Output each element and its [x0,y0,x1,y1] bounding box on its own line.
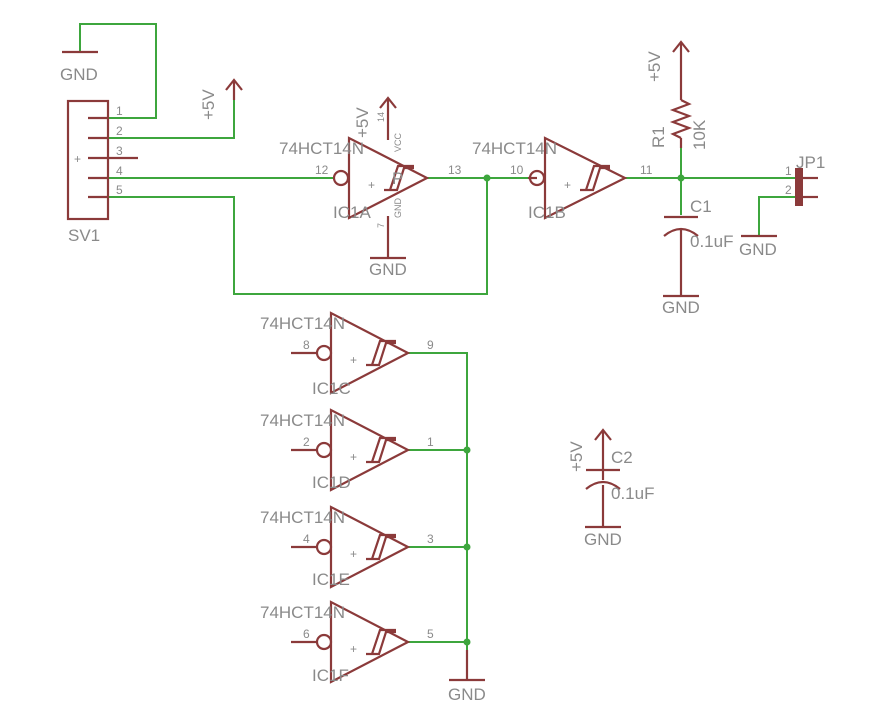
ic1c-value: 74HCT14N [260,314,345,333]
sv1-pin-1: 1 [116,104,123,118]
ic1c-pin-in: 8 [303,338,310,352]
wire-sv1-pin5 [108,178,488,295]
ic1a-name: IC1A [333,203,371,222]
junction [483,174,491,182]
gnd-label: GND [448,685,486,704]
ic1f-name: IC1F [312,666,349,685]
resistor-r1: R1 10K [649,88,709,150]
schmitt-mark: + [350,547,357,561]
ic1a-pin-in: 12 [315,163,329,177]
wires [79,23,795,650]
c2-name: C2 [611,448,633,467]
ic1f-value: 74HCT14N [260,603,345,622]
schmitt-mark: + [350,353,357,367]
ic1d-pin-out: 1 [427,435,434,449]
schmitt-mark: + [350,642,357,656]
ic1e-name: IC1E [312,570,350,589]
jp1-pin-1: 1 [785,164,792,178]
ic1d-value: 74HCT14N [260,411,345,430]
gnd-c1: GND [662,250,700,317]
junction [463,638,471,646]
gnd-label: GND [60,65,98,84]
gnd-sv1: GND [60,50,98,84]
ic1f-pin-out: 5 [427,627,434,641]
inverter-ic1a: + 74HCT14N IC1A 12 13 P 14 VCC 7 GND [279,112,462,228]
wire-ic1c-out [408,352,468,650]
c1-value: 0.1uF [690,232,733,251]
vcc-label: +5V [567,441,586,472]
sv1-pin-3: 3 [116,144,123,158]
jp1-pin-2: 2 [785,183,792,197]
inverter-ic1b: + 74HCT14N IC1B 10 11 [472,136,653,222]
r1-value: 10K [690,119,709,150]
wire-sv1-pin2 [108,92,235,139]
connector-sv1: 1 2 3 4 5 + SV1 [66,99,138,245]
inverter-ic1f: + 74HCT14N IC1F 6 5 [260,600,434,685]
c1-name: C1 [690,197,712,216]
ic1e-pin-in: 4 [303,532,310,546]
ic1b-pin-out: 11 [640,163,653,177]
jumper-jp1: 1 2 JP1 [785,153,825,206]
ic1c-name: IC1C [312,379,351,398]
sv1-pin-4: 4 [116,164,123,178]
sv1-pin-2: 2 [116,124,123,138]
sv1-body [66,99,110,221]
ic1b-value: 74HCT14N [472,139,557,158]
vcc-c2: +5V [567,428,612,480]
vcc-label: +5V [353,107,372,138]
schmitt-mark: + [564,178,571,192]
vcc-label: +5V [645,51,664,82]
jp1-name: JP1 [796,153,825,172]
ic1a-vcc-pin: 14 [376,112,386,122]
ic1d-name: IC1D [312,473,351,492]
gnd-label: GND [584,530,622,549]
gnd-label: GND [662,298,700,317]
capacitor-c1: C1 0.1uF [663,197,733,251]
gnd-label: GND [369,260,407,279]
inverter-ic1d: + 74HCT14N IC1D 2 1 [260,408,434,492]
ic1a-pin-out: 13 [448,163,462,177]
vcc-ic1a: +5V [353,96,397,140]
ic1d-pin-in: 2 [303,435,310,449]
gnd-c2: GND [584,485,622,549]
ic1c-pin-out: 9 [427,338,434,352]
sv1-plus-mark: + [74,152,81,166]
vcc-r1: +5V [645,40,690,88]
r1-name: R1 [649,126,668,148]
inverter-ic1c: + 74HCT14N IC1C 8 9 [260,311,434,398]
ic1e-pin-out: 3 [427,532,434,546]
c2-value: 0.1uF [611,484,654,503]
gnd-jp1: GND [739,234,777,259]
vcc-label: +5V [199,89,218,120]
wire-jp1-pin2 [758,196,795,236]
junction [463,543,471,551]
gnd-bus: GND [448,650,486,704]
sv1-name: SV1 [68,226,100,245]
ic1b-pin-in: 10 [510,163,524,177]
junction [463,446,471,454]
vcc-sv1: +5V [199,78,243,120]
ic1a-vcc-label: VCC [393,132,403,152]
ic1a-power-mark: P [392,169,403,188]
schmitt-mark: + [368,178,375,192]
gnd-ic1a: GND [369,216,407,279]
schmitt-mark: + [350,450,357,464]
ic1a-value: 74HCT14N [279,139,364,158]
capacitor-c2: C2 0.1uF [585,448,654,503]
ic1e-value: 74HCT14N [260,508,345,527]
junction [677,174,685,182]
gnd-label: GND [739,240,777,259]
ic1a-gnd-pin: 7 [376,223,386,228]
wire-sv1-pin1 [79,23,157,119]
ic1b-name: IC1B [528,203,566,222]
sv1-pin-5: 5 [116,183,123,197]
ic1f-pin-in: 6 [303,627,310,641]
inverter-ic1e: + 74HCT14N IC1E 4 3 [260,505,434,589]
ic1a-gnd-label: GND [393,198,403,219]
